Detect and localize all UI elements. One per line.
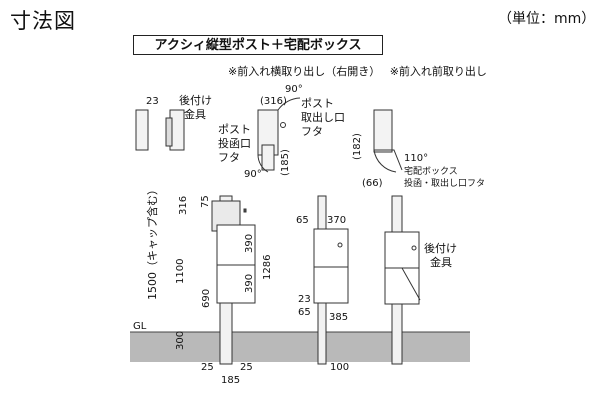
dim-390b: 390 <box>244 274 255 293</box>
side-view-takuhai <box>373 109 403 173</box>
dim-90a: 90° <box>285 84 303 95</box>
dim-385: 385 <box>329 312 348 323</box>
dim-690: 690 <box>201 289 212 308</box>
label-atotsuke2: 後付け <box>424 241 457 255</box>
product-name-box: アクシィ縦型ポスト＋宅配ボックス <box>133 35 383 55</box>
right-elevation <box>384 195 421 365</box>
label-post-toridashi2: 取出し口 <box>301 110 345 124</box>
dim-100: 100 <box>330 362 349 373</box>
gl-label: GL <box>133 321 147 332</box>
dim-65a: 65 <box>296 215 309 226</box>
dim-25a: 25 <box>201 362 214 373</box>
label-takuhai1: 宅配ボックス <box>404 165 458 177</box>
front-elevation <box>211 195 256 365</box>
dim-65b: 65 <box>298 307 311 318</box>
ground-section <box>130 332 470 362</box>
unit-label: （単位：mm） <box>498 11 596 27</box>
dim-316: 316 <box>178 196 189 215</box>
label-post-tokan2: 投函口 <box>218 136 251 150</box>
dim-1286: 1286 <box>262 255 273 280</box>
dim-185b: 185 <box>221 375 240 386</box>
dim-390a: 390 <box>244 234 255 253</box>
note-side-opening: ※前入れ横取り出し（右開き） <box>228 65 381 78</box>
orientation-notes: ※前入れ横取り出し（右開き） ※前入れ前取り出し <box>228 63 487 79</box>
dim-25b: 25 <box>240 362 253 373</box>
label-takuhai2: 投函・取出し口フタ <box>404 177 485 189</box>
dim-75: 75 <box>200 195 211 208</box>
dim-316a: (316) <box>260 96 287 107</box>
label-kanagu1: 金具 <box>184 107 206 121</box>
label-atotsuke1: 後付け <box>179 93 212 107</box>
label-post-tokan1: ポスト <box>218 123 251 136</box>
dim-66: (66) <box>362 178 383 189</box>
label-post-tokan3: フタ <box>218 151 240 164</box>
dim-23b: 23 <box>298 294 311 305</box>
page-title: 寸法図 <box>10 9 76 33</box>
dim-300: 300 <box>175 331 186 350</box>
label-post-toridashi1: ポスト <box>301 97 334 110</box>
dim-1100: 1100 <box>175 259 186 284</box>
dim-182: (182) <box>352 133 363 160</box>
side-view-post <box>257 97 301 173</box>
label-post-toridashi3: フタ <box>301 125 323 138</box>
dim-23a: 23 <box>146 96 159 107</box>
dim-370: 370 <box>327 215 346 226</box>
dim-cap: 1500（キャップ含む） <box>145 184 159 300</box>
side-elevation <box>313 195 349 365</box>
note-front-opening: ※前入れ前取り出し <box>389 65 487 78</box>
dim-185: (185) <box>280 149 291 176</box>
dim-90b: 90° <box>244 169 262 180</box>
label-kanagu2: 金具 <box>430 255 452 269</box>
dim-110: 110° <box>404 153 428 164</box>
top-view-left <box>135 109 185 151</box>
